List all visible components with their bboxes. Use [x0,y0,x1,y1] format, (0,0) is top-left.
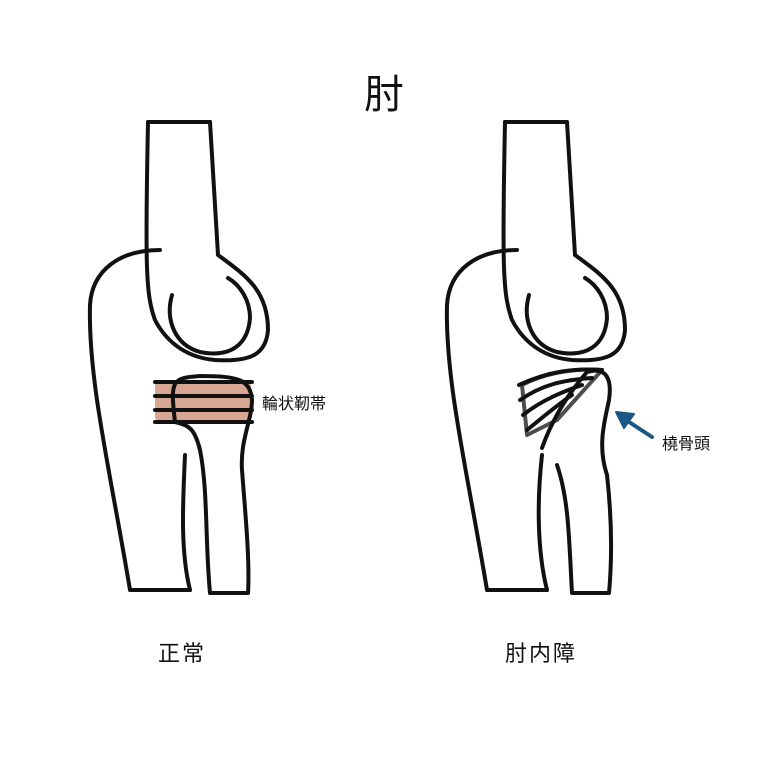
arrow-icon [615,411,654,439]
pulled-elbow-caption: 肘内障 [505,642,578,667]
normal-elbow [87,120,271,595]
annular-ligament-label: 輪状靭帯 [262,394,327,413]
page-title: 肘 [364,72,404,118]
normal-caption: 正常 [158,642,207,667]
pulled-elbow [444,120,627,595]
radial-head-label: 橈骨頭 [662,434,711,453]
annular-ligament [155,380,251,422]
